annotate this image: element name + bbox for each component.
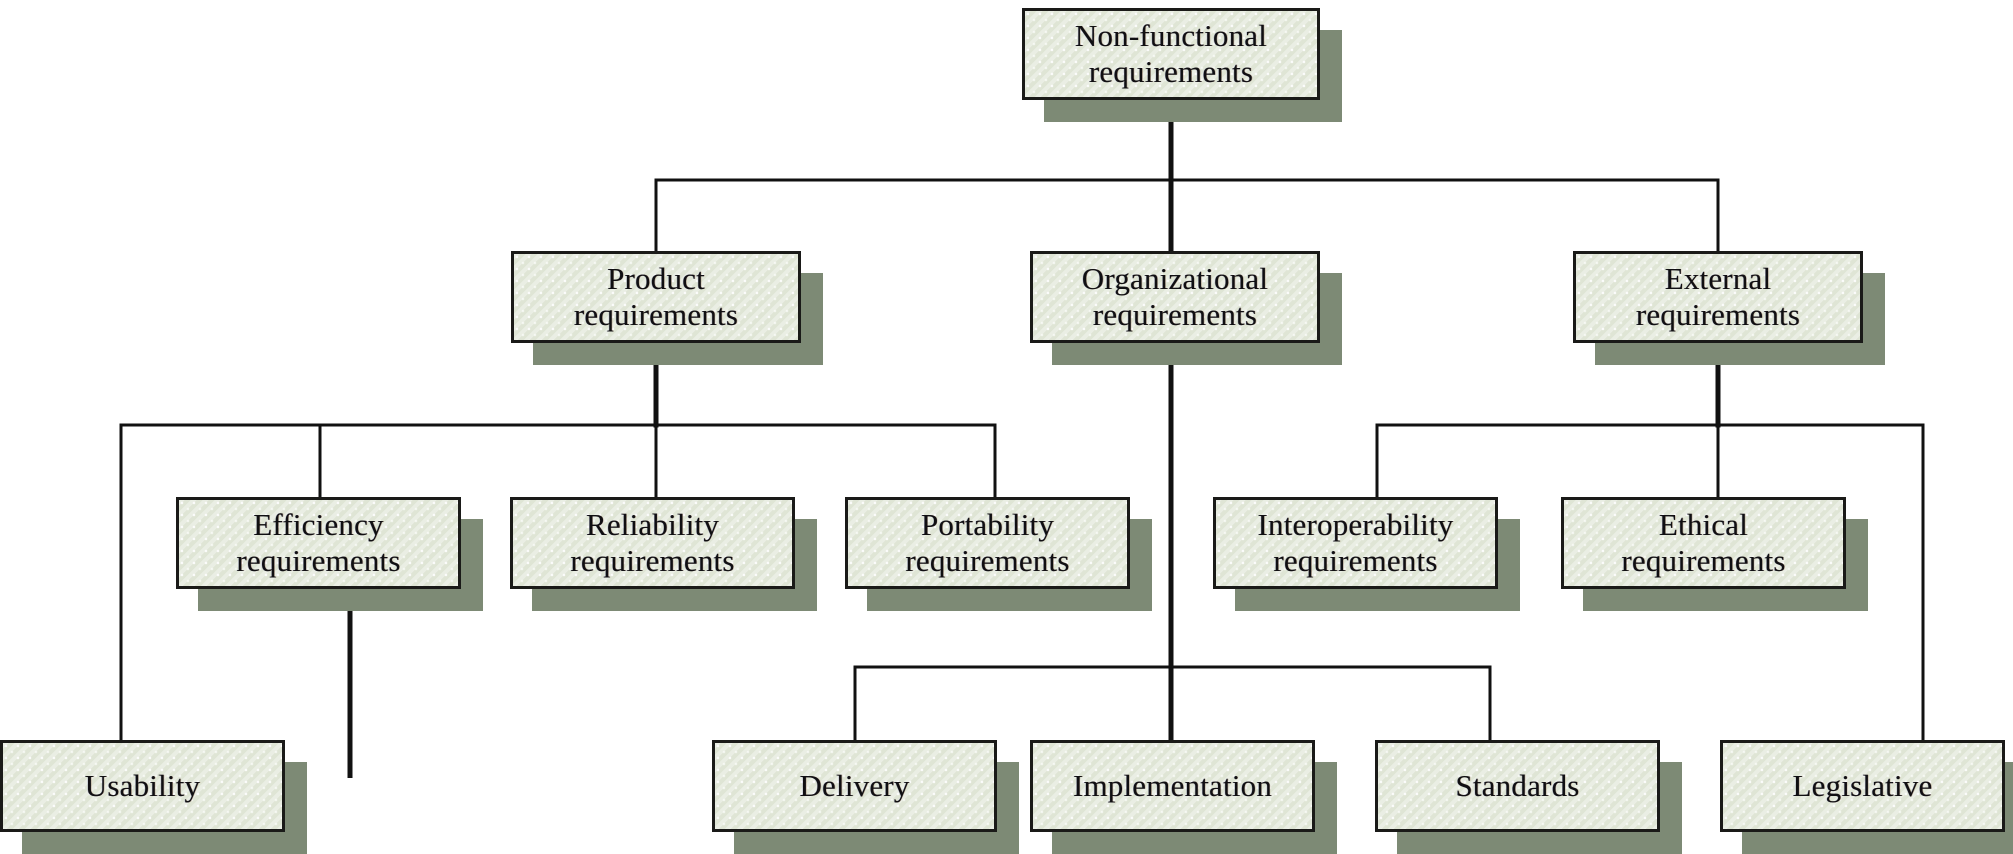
node-label: Product requirements	[573, 261, 739, 332]
nonfunctional-requirements-diagram: Non-functional requirements Product requ…	[0, 8, 2013, 854]
node-ethical-requirements[interactable]: Ethical requirements	[1561, 497, 1846, 589]
node-label: Organizational requirements	[1081, 261, 1269, 332]
node-label: Implementation	[1072, 768, 1273, 804]
node-usability[interactable]: Usability	[0, 740, 285, 832]
node-label: Legislative	[1792, 768, 1933, 804]
node-label: Usability	[84, 768, 201, 804]
node-standards[interactable]: Standards	[1375, 740, 1660, 832]
edge-layer	[119, 97, 1925, 778]
node-product-requirements[interactable]: Product requirements	[511, 251, 801, 343]
node-portability-requirements[interactable]: Portability requirements	[845, 497, 1130, 589]
node-label: Non-functional requirements	[1074, 18, 1268, 89]
node-delivery[interactable]: Delivery	[712, 740, 997, 832]
node-reliability-requirements[interactable]: Reliability requirements	[510, 497, 795, 589]
node-label: Standards	[1455, 768, 1580, 804]
node-non-functional-requirements[interactable]: Non-functional requirements	[1022, 8, 1320, 100]
node-label: Efficiency requirements	[236, 507, 401, 578]
node-label: Reliability requirements	[570, 507, 735, 578]
node-organizational-requirements[interactable]: Organizational requirements	[1030, 251, 1320, 343]
node-label: External requirements	[1635, 261, 1801, 332]
node-efficiency-requirements[interactable]: Efficiency requirements	[176, 497, 461, 589]
node-interoperability-requirements[interactable]: Interoperability requirements	[1213, 497, 1498, 589]
node-label: Ethical requirements	[1621, 507, 1786, 578]
node-label: Portability requirements	[905, 507, 1070, 578]
node-external-requirements[interactable]: External requirements	[1573, 251, 1863, 343]
node-legislative[interactable]: Legislative	[1720, 740, 2005, 832]
node-label: Interoperability requirements	[1257, 507, 1454, 578]
node-implementation[interactable]: Implementation	[1030, 740, 1315, 832]
node-label: Delivery	[799, 768, 910, 804]
